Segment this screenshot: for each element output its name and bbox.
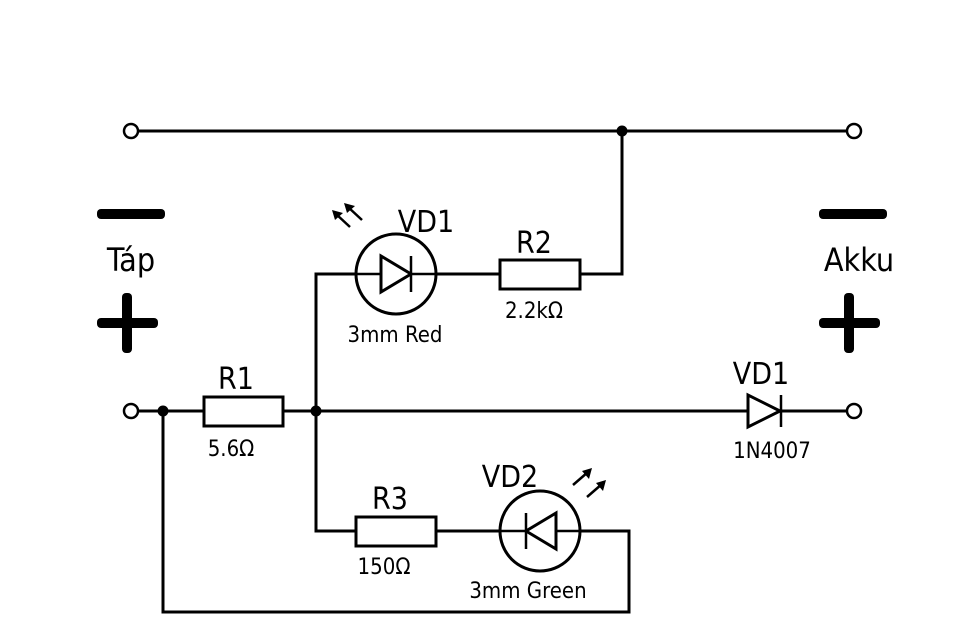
diode-1n4007: VD1 1N4007 [733,357,811,464]
wires [135,129,850,614]
r3-value: 150Ω [358,555,411,580]
resistor-symbol-icon [202,395,285,428]
resistor-symbol-icon [354,515,438,548]
plus-sign-icon [844,293,854,353]
light-emission-arrows-icon [332,203,363,228]
battery-label: Akku [824,241,894,279]
r3-name: R3 [372,482,408,517]
terminal-circle-icon [122,402,140,420]
terminal-circle-icon [845,122,863,140]
battery-marking: Akku [819,209,894,353]
minus-sign-icon [819,209,887,219]
r1-name: R1 [218,362,254,397]
resistor-symbol-icon [498,258,582,291]
led-red-name: VD1 [398,205,454,240]
led-red-value: 3mm Red [348,323,443,348]
junction-dot-icon [616,125,628,137]
resistor-r1: R1 5.6Ω [202,362,285,462]
light-emission-arrows-icon [572,468,606,498]
resistor-r3: R3 150Ω [354,482,438,580]
led-green-value: 3mm Green [469,579,586,604]
r1-value: 5.6Ω [208,437,255,462]
junctions [157,125,628,417]
diode-symbol-icon [379,253,414,295]
terminals [122,122,863,420]
diode-symbol-icon [523,510,558,552]
junction-dot-icon [310,405,322,417]
diode-symbol-icon [746,392,784,430]
r2-name: R2 [516,226,552,261]
led-red-vd1: VD1 3mm Red [332,203,454,348]
supply-marking: Táp [97,209,165,353]
terminal-circle-icon [122,122,140,140]
r2-value: 2.2kΩ [505,299,563,324]
junction-dot-icon [157,405,169,417]
resistor-r2: R2 2.2kΩ [498,226,582,324]
diode-value: 1N4007 [733,439,811,464]
minus-sign-icon [97,209,165,219]
plus-sign-icon [122,293,132,353]
diode-name: VD1 [733,357,789,392]
led-green-vd2: VD2 3mm Green [469,460,606,604]
led-green-name: VD2 [482,460,538,495]
terminal-circle-icon [845,402,863,420]
supply-label: Táp [106,241,155,279]
